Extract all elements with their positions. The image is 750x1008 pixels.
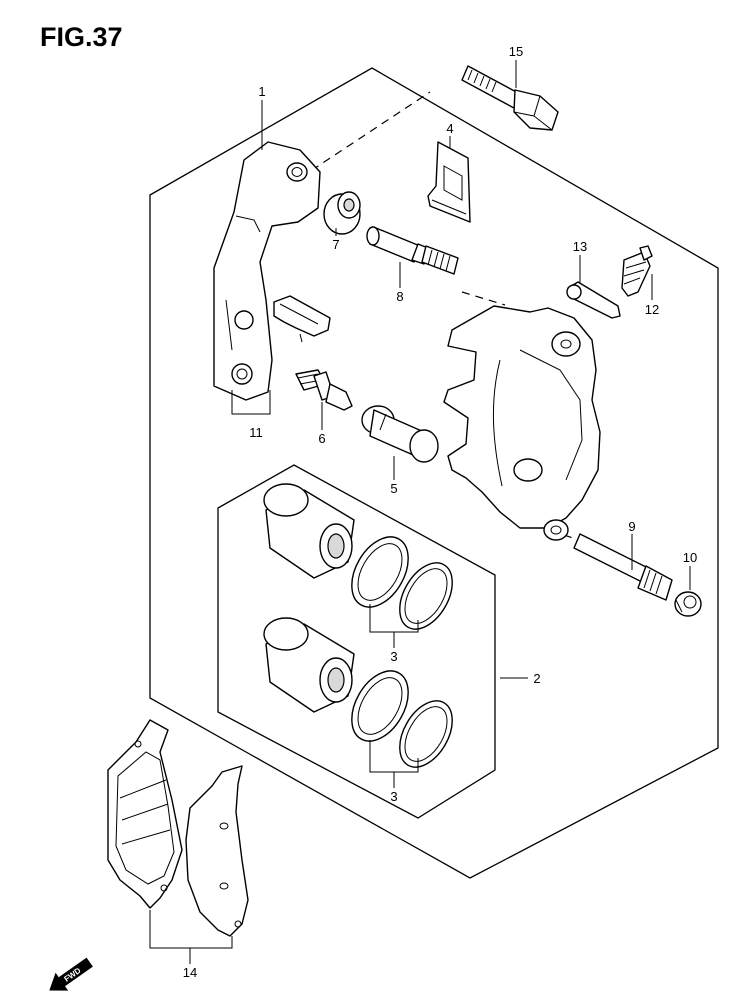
callout-8: 8 [396,289,403,304]
slide-pin-part-8 [366,226,459,275]
callout-15: 15 [509,44,523,59]
callout-1: 1 [258,84,265,99]
alignment-dashed-line [299,91,431,179]
piston-lower [263,617,355,713]
cap-part-10 [674,591,702,617]
boot-part-7 [323,191,361,235]
figure-title: FIG.37 [40,22,123,52]
slide-pin-bolt-part-5 [361,405,439,463]
callout-4: 4 [446,121,453,136]
piston-kit-boundary-outline [217,464,496,819]
callout-11: 11 [249,425,263,440]
brake-pad-left [107,719,183,909]
assembly-boundary-outline [149,67,719,879]
piston-upper [263,483,355,579]
callout-13: 13 [573,239,587,254]
alignment-dashed-line [461,291,506,306]
seal-rings-lower [351,670,453,768]
callout-7: 7 [332,237,339,252]
bracket-clip-part-11 [273,295,331,343]
seal-rings-upper [351,536,453,630]
callout-2: 2 [533,671,540,686]
callout-3-upper: 3 [390,649,397,664]
bleeder-valve-part-12 [621,245,653,297]
callout-6: 6 [318,431,325,446]
forward-arrow-icon: FWD [49,957,93,991]
callout-10: 10 [683,550,697,565]
bolt-part-15 [461,65,559,131]
callout-5: 5 [390,481,397,496]
leader-lines [149,60,691,964]
bracket-pin-part-6 [295,369,353,411]
callout-14: 14 [183,965,197,980]
callout-9: 9 [628,519,635,534]
callout-12: 12 [645,302,659,317]
brake-pad-right [185,765,249,937]
callout-3-lower: 3 [390,789,397,804]
caliper-bracket-part-1 [213,141,321,401]
pad-spring-part-4 [427,141,471,223]
sleeve-pin-part-9 [573,533,673,601]
bleeder-cap-part-13 [566,281,621,319]
caliper-body [443,305,601,541]
